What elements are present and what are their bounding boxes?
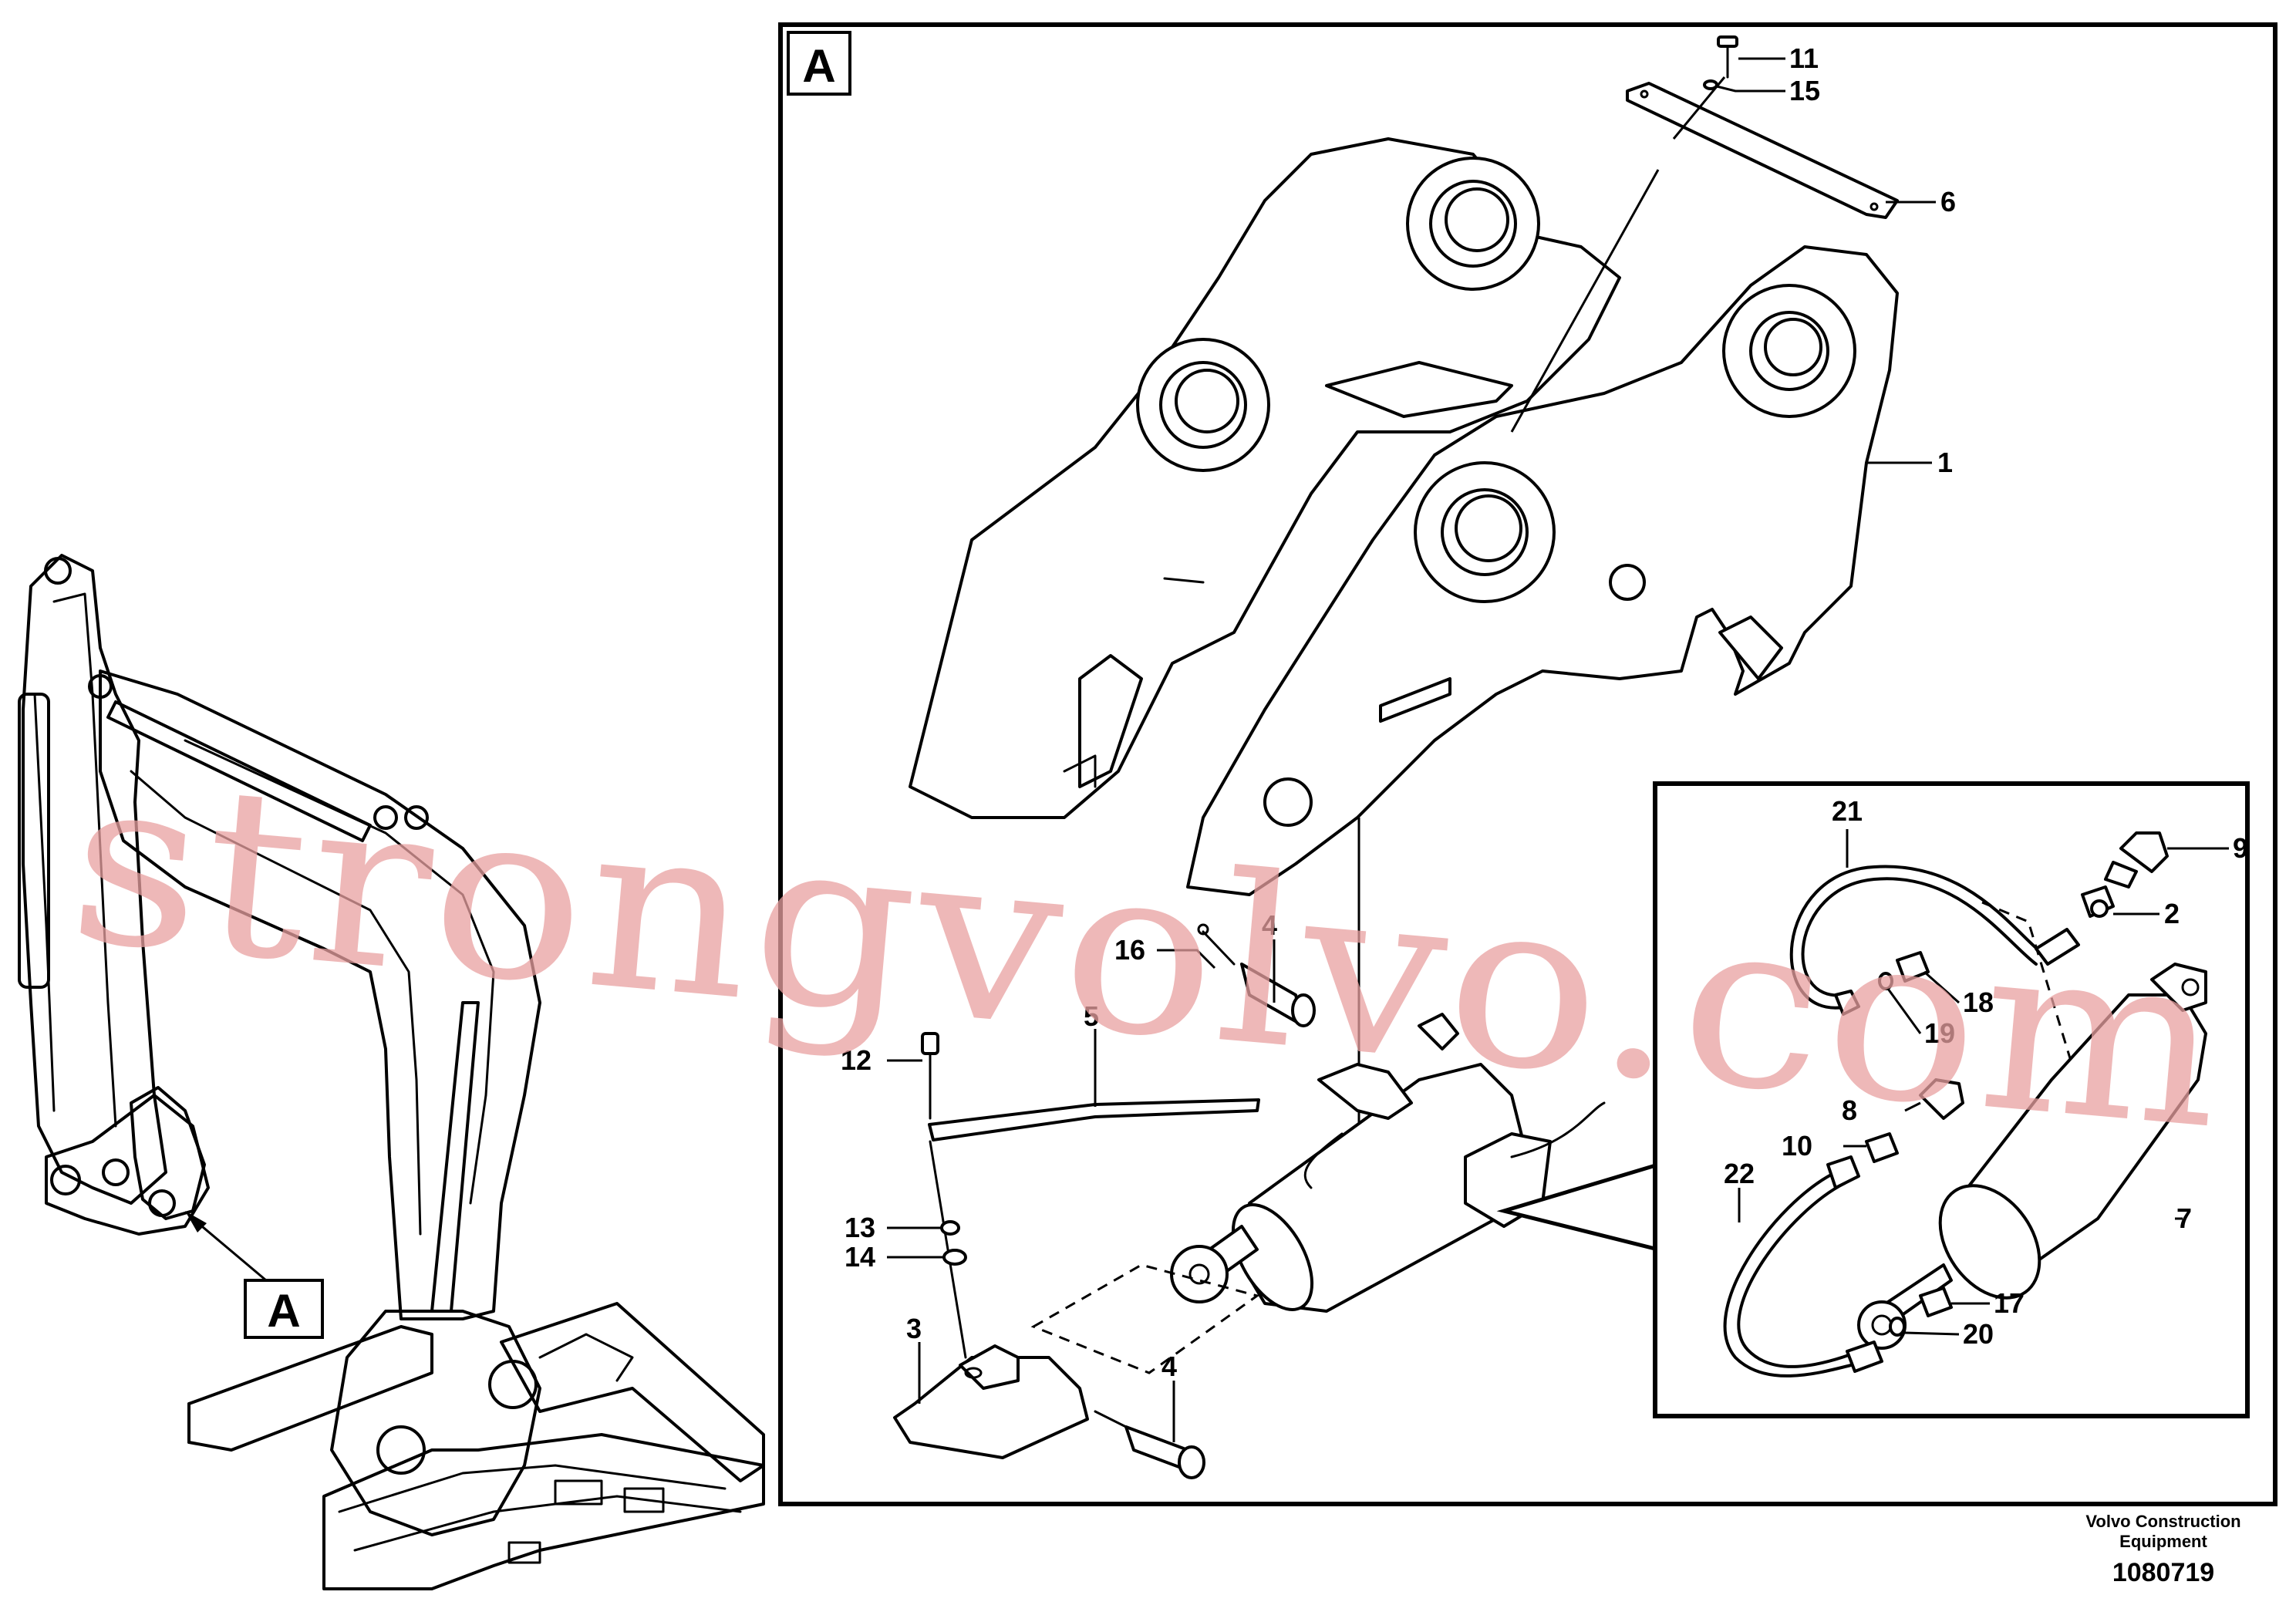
adapter-fitting-2: [2081, 885, 2115, 918]
elbow-fitting-9: [2104, 831, 2169, 889]
pin-upper: [1240, 963, 1316, 1027]
part-label-11: 11: [1789, 42, 1819, 74]
hose-21: [1789, 865, 2044, 1016]
o-ring-20: [1889, 1317, 1906, 1337]
hydraulic-cylinder: [1170, 1013, 1606, 1313]
part-label-16: 16: [1114, 934, 1145, 966]
cover-plate: [1626, 82, 1899, 219]
part-label-13: 13: [845, 1212, 875, 1243]
cotter-pin: [1202, 930, 1236, 966]
part-label-20: 20: [1963, 1318, 1994, 1350]
part-label-5: 5: [1084, 1000, 1099, 1032]
nipple-18: [1896, 951, 1930, 983]
part-label-21: 21: [1832, 795, 1863, 827]
footer-credit: Volvo Construction Equipment 1080719: [2085, 1512, 2240, 1587]
part-label-4-lower: 4: [1161, 1351, 1177, 1382]
part-label-15: 15: [1789, 75, 1820, 106]
part-label-12: 12: [841, 1044, 872, 1076]
detail-frame-letter: A: [802, 40, 835, 92]
excavator-overview: [18, 554, 765, 1590]
washer-13: [940, 1220, 960, 1236]
cylinder-detail: [1857, 963, 2207, 1350]
part-label-4-upper: 4: [1262, 909, 1277, 941]
callout-letter: A: [267, 1285, 300, 1337]
detail-frame: [778, 22, 2277, 1506]
part-label-17: 17: [1994, 1287, 2025, 1319]
part-label-6: 6: [1940, 186, 1956, 218]
alignment-dashes: [1030, 1263, 1260, 1374]
company-name-line1: Volvo Construction: [2085, 1512, 2240, 1531]
part-label-18: 18: [1963, 986, 1994, 1018]
lock-wedge: [893, 1344, 1089, 1459]
pin-lower: [1124, 1425, 1205, 1479]
part-label-8: 8: [1842, 1094, 1857, 1126]
mounting-bolt: [921, 1032, 967, 1359]
elbow-fitting-8: [1919, 1078, 1964, 1120]
part-label-14: 14: [845, 1241, 875, 1273]
part-label-2: 2: [2164, 898, 2180, 929]
quick-coupler-body: [909, 137, 1899, 896]
part-label-7: 7: [2176, 1202, 2192, 1234]
detail-frame-label: A: [787, 31, 851, 96]
hose-22: [1723, 1155, 1883, 1378]
part-label-9: 9: [2233, 832, 2248, 864]
callout-leader: [192, 1217, 267, 1282]
part-label-19: 19: [1924, 1017, 1955, 1049]
plate-bolt: [1717, 35, 1738, 79]
nipple-10: [1865, 1132, 1899, 1163]
washer-14: [942, 1249, 967, 1266]
company-name-line2: Equipment: [2119, 1532, 2207, 1551]
part-label-1: 1: [1937, 447, 1953, 478]
callout-box-a: A: [244, 1279, 324, 1339]
part-label-3: 3: [906, 1313, 922, 1344]
nipple-17: [1919, 1286, 1953, 1317]
part-label-10: 10: [1782, 1130, 1812, 1162]
part-label-22: 22: [1724, 1158, 1755, 1189]
drawing-number: 1080719: [2112, 1558, 2214, 1587]
o-ring-19: [1878, 972, 1893, 990]
